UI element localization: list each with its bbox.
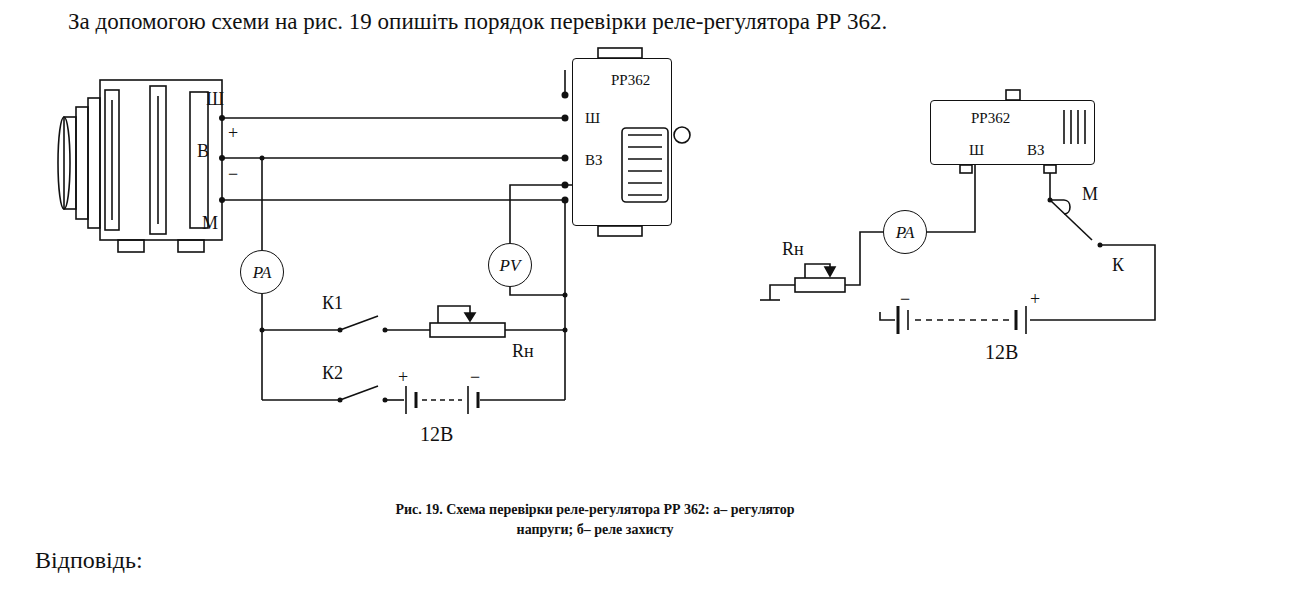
generator xyxy=(58,80,222,252)
resistor-label: Rн xyxy=(512,342,534,360)
terminal-dot xyxy=(219,92,1103,403)
figure-caption: Рис. 19. Схема перевірки реле-регулятора… xyxy=(395,500,795,539)
connector-wire xyxy=(927,165,975,232)
terminal-label: Ш xyxy=(206,90,224,108)
switch-label: К1 xyxy=(322,294,343,312)
terminal-label: Ш xyxy=(969,143,984,158)
terminal-label: М xyxy=(202,214,218,232)
ammeter-circle: PA xyxy=(883,210,927,254)
battery-symbol xyxy=(898,306,1026,334)
regulator-housing xyxy=(598,48,690,236)
switch-symbol xyxy=(1050,200,1092,240)
device-label: РР362 xyxy=(971,111,1010,126)
answer-label: Відповідь: xyxy=(35,548,143,572)
resistor-symbol xyxy=(795,264,845,292)
device-label: PA xyxy=(896,224,915,241)
terminal-label: Ш xyxy=(585,111,600,126)
device-label: PA xyxy=(253,264,272,281)
battery-voltage: 12В xyxy=(420,424,453,444)
resistor-label: Rн xyxy=(782,240,804,258)
battery-voltage: 12В xyxy=(985,342,1018,362)
polarity-sign: + xyxy=(1030,290,1040,308)
regulator-box: РР362Ш ВЗ xyxy=(930,100,1095,165)
resistor-symbol xyxy=(430,306,505,337)
wire xyxy=(760,173,1155,320)
terminal-label: ВЗ xyxy=(585,153,603,168)
ammeter-circle: PA xyxy=(240,250,284,294)
connector-wire xyxy=(510,185,572,243)
terminal-label: ВЗ xyxy=(1027,143,1045,158)
switch-label: К xyxy=(1112,256,1124,274)
polarity-sign: + xyxy=(398,368,408,386)
polarity-sign: − xyxy=(900,290,910,308)
regulator-housing xyxy=(960,90,1085,173)
switch-symbol xyxy=(340,316,378,400)
task-title: За допомогою схеми на рис. 19 опишіть по… xyxy=(68,10,887,33)
terminal-label: М xyxy=(1082,185,1098,203)
polarity-sign: + xyxy=(228,124,238,142)
polarity-sign: − xyxy=(228,165,238,183)
voltmeter-circle: PV xyxy=(488,243,532,287)
battery-symbol xyxy=(406,386,478,414)
terminal-label: В xyxy=(197,142,209,160)
regulator-box: РР362Ш ВЗ xyxy=(572,58,672,226)
device-label: PV xyxy=(500,257,521,274)
switch-label: К2 xyxy=(322,364,343,382)
polarity-sign: − xyxy=(470,368,480,386)
device-label: РР362 xyxy=(611,73,650,88)
wire xyxy=(222,70,565,400)
